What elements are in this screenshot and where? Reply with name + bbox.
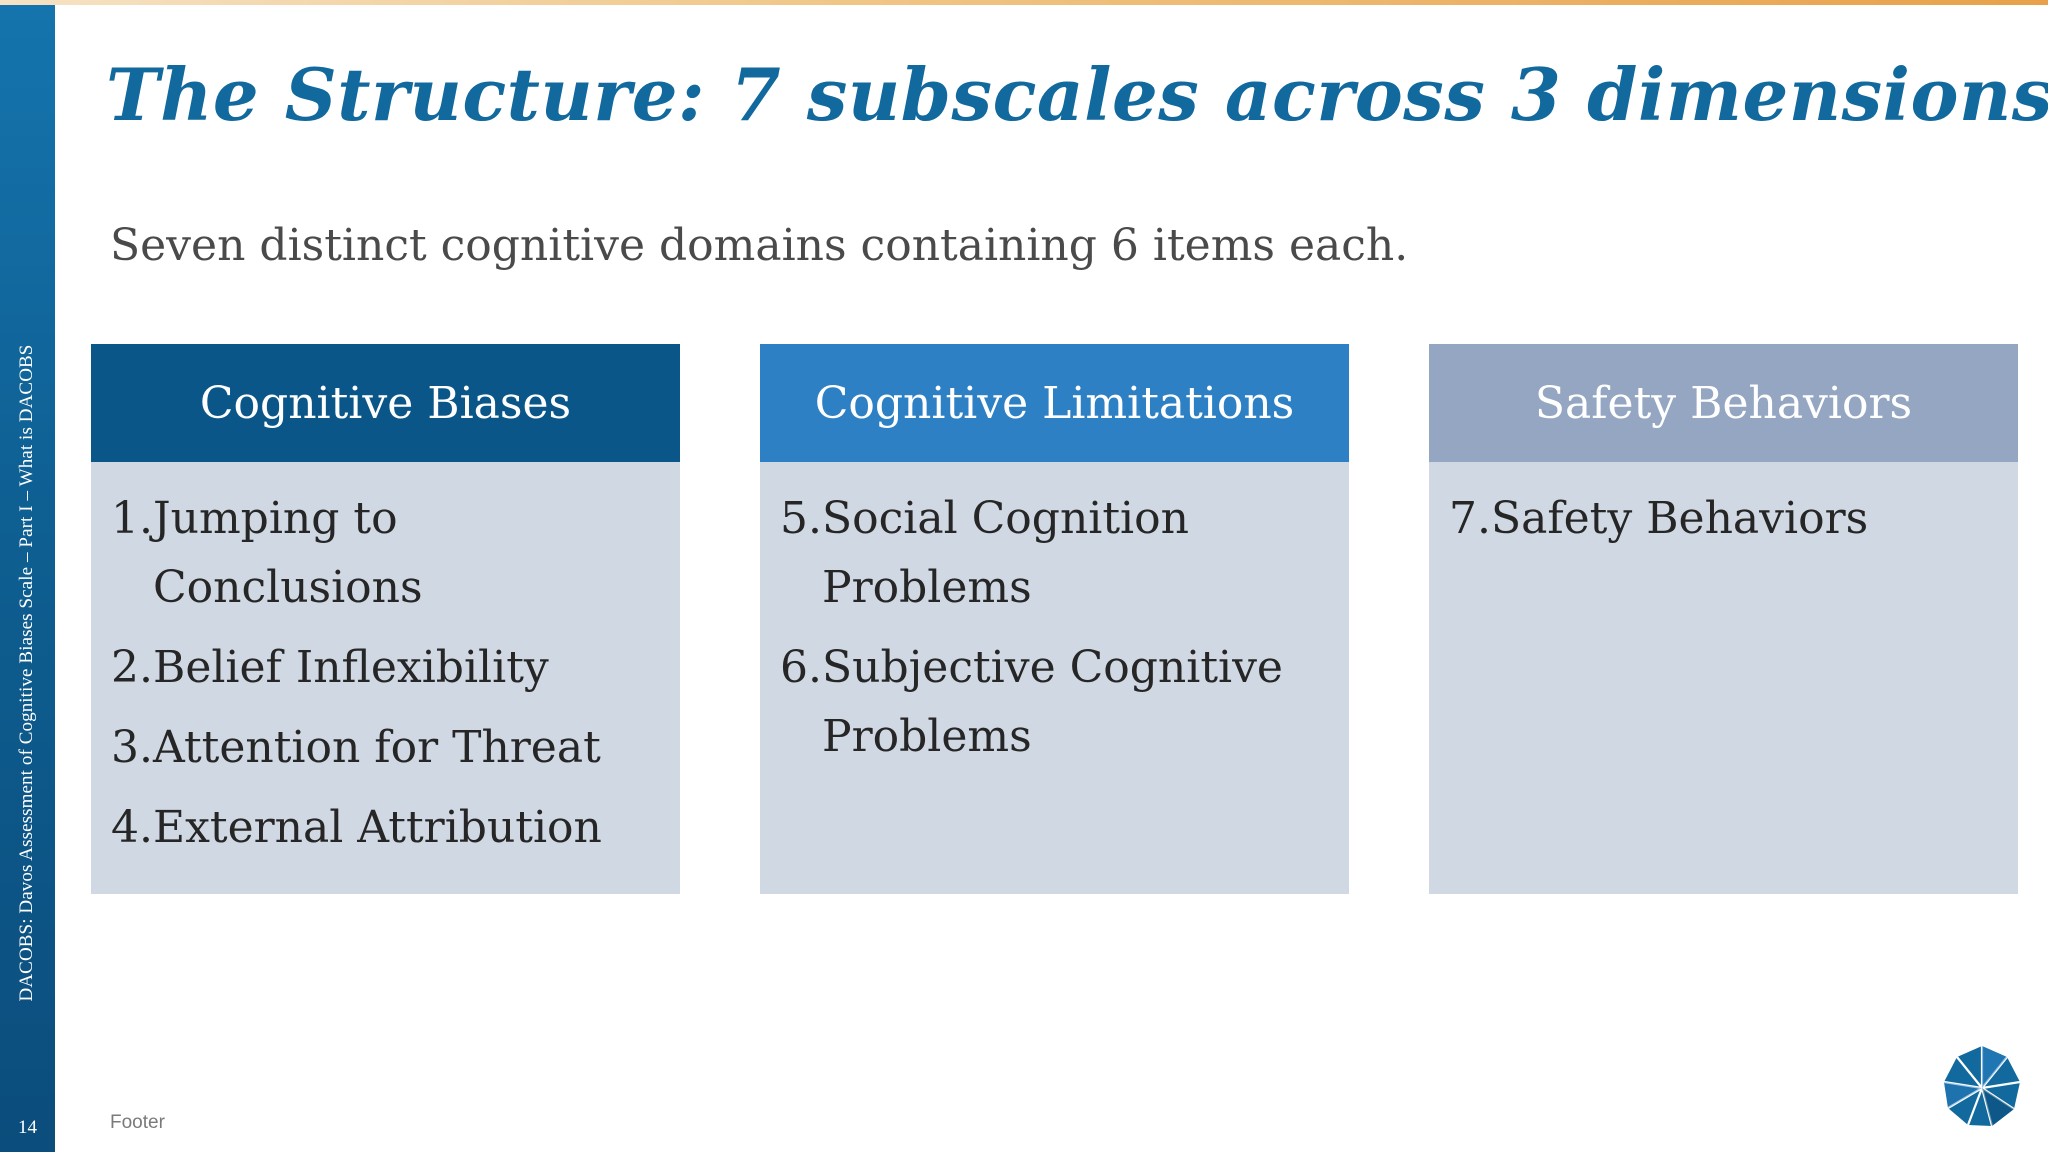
list-item: 6.Subjective Cognitive Problems — [780, 633, 1331, 771]
list-item: 7.Safety Behaviors — [1449, 484, 2000, 553]
item-text: Belief Inflexibility — [152, 642, 549, 693]
card-list: 5.Social Cognition Problems 6.Subjective… — [760, 462, 1349, 771]
item-text: Attention for Threat — [152, 722, 601, 773]
card-list: 1.Jumping to Conclusions 2.Belief Inflex… — [91, 462, 680, 862]
item-text: Safety Behaviors — [1490, 493, 1869, 544]
item-number: 1. — [111, 493, 153, 544]
item-text: Subjective Cognitive Problems — [821, 642, 1283, 762]
item-text: Jumping to Conclusions — [152, 493, 423, 613]
item-number: 4. — [111, 802, 153, 853]
list-item: 5.Social Cognition Problems — [780, 484, 1331, 622]
list-item: 2.Belief Inflexibility — [111, 633, 662, 702]
sidebar-text: DACOBS: Davos Assessment of Cognitive Bi… — [16, 344, 37, 1002]
sidebar: DACOBS: Davos Assessment of Cognitive Bi… — [0, 5, 55, 1152]
list-item: 4.External Attribution — [111, 793, 662, 862]
list-item: 3.Attention for Threat — [111, 713, 662, 782]
item-number: 5. — [780, 493, 822, 544]
card-safety-behaviors: Safety Behaviors 7.Safety Behaviors — [1429, 344, 2018, 894]
item-text: Social Cognition Problems — [821, 493, 1189, 613]
list-item: 1.Jumping to Conclusions — [111, 484, 662, 622]
item-number: 7. — [1449, 493, 1491, 544]
card-header: Safety Behaviors — [1429, 344, 2018, 462]
item-number: 3. — [111, 722, 153, 773]
card-list: 7.Safety Behaviors — [1429, 462, 2018, 553]
card-cognitive-limitations: Cognitive Limitations 5.Social Cognition… — [760, 344, 1349, 894]
footer: Footer — [110, 1112, 165, 1133]
card-header: Cognitive Limitations — [760, 344, 1349, 462]
item-text: External Attribution — [152, 802, 602, 853]
card-header: Cognitive Biases — [91, 344, 680, 462]
item-number: 6. — [780, 642, 822, 693]
slide-title: The Structure: 7 subscales across 3 dime… — [106, 52, 2048, 137]
card-cognitive-biases: Cognitive Biases 1.Jumping to Conclusion… — [91, 344, 680, 894]
starburst-logo-icon — [1943, 1046, 2021, 1127]
item-number: 2. — [111, 642, 153, 693]
slide-subtitle: Seven distinct cognitive domains contain… — [110, 220, 1409, 271]
top-accent-bar — [0, 0, 2048, 5]
page-number: 14 — [18, 1117, 37, 1138]
